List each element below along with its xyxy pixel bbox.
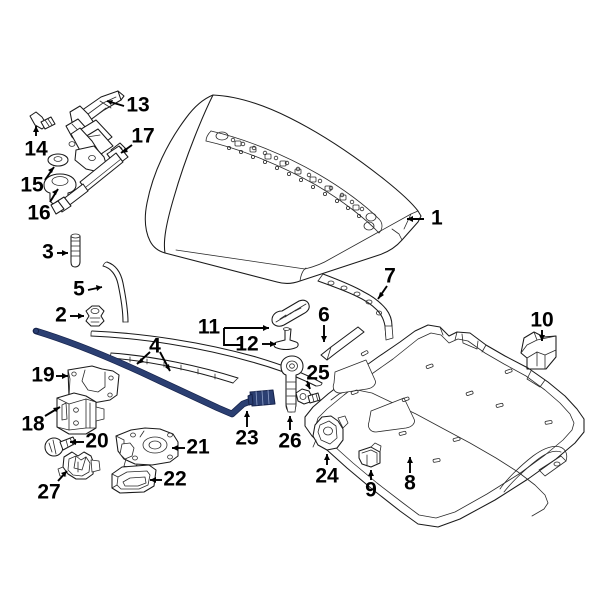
callout-22[interactable]: 22 [163, 468, 186, 491]
callout-24[interactable]: 24 [315, 465, 339, 488]
part-latch-cover-cap [111, 464, 157, 494]
part-trim-bar [320, 326, 365, 361]
callout-10[interactable]: 10 [530, 309, 553, 332]
part-hood-insulation-pad [304, 324, 585, 528]
callout-numbers: 1 2 3 4 5 6 7 8 9 10 11 12 13 14 15 16 1… [20, 94, 553, 504]
callout-4[interactable]: 4 [149, 335, 161, 358]
part-hood-front-reinforcement [317, 273, 394, 341]
part-hood-panel [144, 94, 422, 284]
callout-15[interactable]: 15 [20, 174, 44, 197]
part-corner-bumper-block [520, 331, 557, 370]
part-retainer-clip [85, 305, 105, 327]
callout-13[interactable]: 13 [126, 94, 149, 117]
part-cable-bracket [312, 415, 349, 451]
part-bump-stop-pin [70, 233, 81, 268]
part-release-handle-lever [280, 355, 304, 413]
callout-6[interactable]: 6 [318, 304, 330, 327]
callout-26[interactable]: 26 [278, 430, 301, 453]
part-hinge-bolt [29, 111, 56, 130]
callout-2[interactable]: 2 [55, 304, 67, 327]
callout-1[interactable]: 1 [431, 207, 443, 230]
callout-25[interactable]: 25 [306, 362, 330, 385]
callout-14[interactable]: 14 [24, 138, 48, 161]
part-bump-stop-washer [47, 153, 69, 167]
callout-17[interactable]: 17 [131, 125, 154, 148]
part-hood-emblem-vent [271, 299, 310, 327]
part-hood-latch-assembly [115, 427, 179, 470]
part-cable-grommet-pin [295, 388, 321, 405]
callout-12[interactable]: 12 [235, 333, 258, 356]
callout-8[interactable]: 8 [404, 472, 416, 495]
callout-19[interactable]: 19 [31, 364, 54, 387]
callout-18[interactable]: 18 [21, 413, 45, 436]
part-insulation-retainer [358, 442, 382, 468]
callout-23[interactable]: 23 [235, 427, 258, 450]
callout-16[interactable]: 16 [27, 202, 50, 225]
callout-21[interactable]: 21 [186, 436, 210, 459]
callout-7[interactable]: 7 [384, 265, 396, 288]
hood-vent-perforations [215, 131, 377, 231]
part-latch-striker-bracket [56, 392, 105, 435]
part-side-seal-strip [102, 261, 129, 323]
part-push-pin-fastener [273, 327, 299, 351]
callout-20[interactable]: 20 [85, 430, 108, 453]
part-safety-catch-hook [57, 451, 101, 480]
callout-5[interactable]: 5 [73, 278, 85, 301]
leader-lines [33, 100, 545, 483]
callout-11[interactable]: 11 [198, 316, 221, 339]
callout-27[interactable]: 27 [37, 481, 60, 504]
part-hood-release-cable[interactable] [32, 327, 276, 418]
callout-3[interactable]: 3 [42, 241, 54, 264]
callout-9[interactable]: 9 [365, 479, 377, 502]
